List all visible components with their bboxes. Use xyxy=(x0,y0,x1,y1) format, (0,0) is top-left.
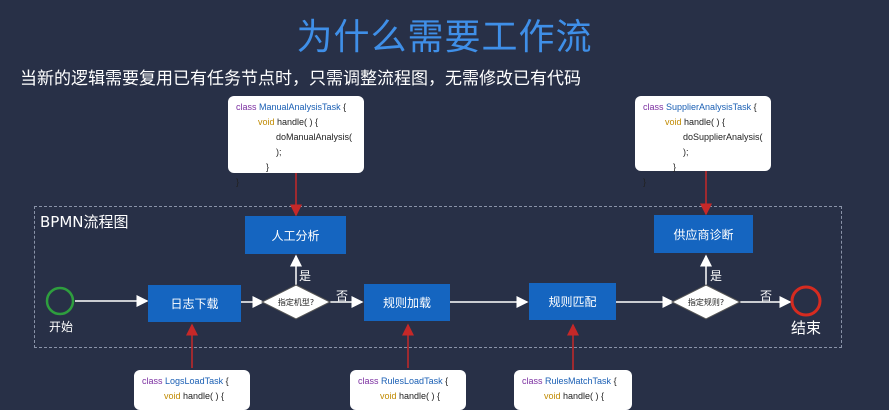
start-event xyxy=(45,286,75,316)
page-subtitle: 当新的逻辑需要复用已有任务节点时，只需调整流程图，无需修改已有代码 xyxy=(20,69,581,89)
code-rules-load-task: class RulesLoadTask { void handle( ) { xyxy=(350,370,466,410)
decision2-label: 指定规则? xyxy=(687,298,725,307)
decision1-gateway xyxy=(260,284,332,320)
task-rule-match: 规则匹配 xyxy=(529,283,616,320)
task-rule-load: 规则加载 xyxy=(364,284,450,321)
bpmn-frame-label: BPMN流程图 xyxy=(40,213,129,231)
end-event xyxy=(790,285,822,317)
edge-label-no2: 否 xyxy=(760,289,773,303)
bpmn-frame xyxy=(34,206,842,348)
decision2-gateway xyxy=(670,284,742,320)
code-manual-analysis-task: class ManualAnalysisTask { void handle( … xyxy=(228,96,364,187)
task-supplier-diagnosis: 供应商诊断 xyxy=(654,215,753,253)
flow-connectors xyxy=(45,171,822,370)
end-label: 结束 xyxy=(791,319,822,337)
edge-label-yes2: 是 xyxy=(710,269,723,283)
task-log-load: 日志下载 xyxy=(148,285,241,322)
task-manual-analysis: 人工分析 xyxy=(245,216,346,254)
edge-label-yes1: 是 xyxy=(299,269,312,283)
code-supplier-analysis-task: class SupplierAnalysisTask { void handle… xyxy=(635,96,771,187)
code-logs-load-task: class LogsLoadTask { void handle( ) { xyxy=(134,370,250,410)
page-title: 为什么需要工作流 xyxy=(296,17,593,58)
edge-label-no1: 否 xyxy=(336,289,349,303)
decision1-label: 指定机型? xyxy=(277,298,315,307)
start-label: 开始 xyxy=(49,320,74,334)
code-rules-match-task: class RulesMatchTask { void handle( ) { xyxy=(514,370,632,410)
